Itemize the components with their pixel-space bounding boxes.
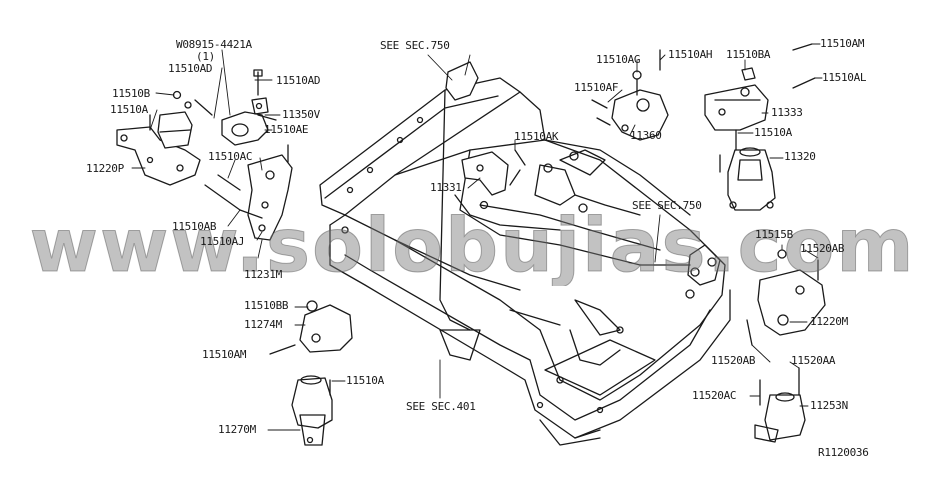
- label-11510a-c: 11510A: [346, 374, 384, 387]
- leader-lines: [131, 43, 823, 431]
- bracket-11360: [591, 49, 669, 141]
- label-11360: 11360: [630, 129, 662, 142]
- label-11520aa: 11520AA: [791, 354, 836, 367]
- mount-insulator-11270m: [291, 375, 333, 446]
- label-11510ab-left: 11510AB: [172, 220, 217, 233]
- bracket-11231m: [239, 154, 293, 241]
- mount-insulator-11253n: [754, 367, 806, 443]
- label-08915-qty: (1): [196, 50, 215, 63]
- label-11220p: 11220P: [86, 162, 124, 175]
- label-11510a-a: 11510A: [110, 103, 148, 116]
- label-11510ae: 11510AE: [264, 123, 309, 136]
- label-see-sec-401: SEE SEC.401: [406, 400, 476, 413]
- label-11510am-top: 11510AM: [820, 37, 865, 50]
- label-11510ad-b: 11510AD: [276, 74, 321, 87]
- bracket-11220m: [746, 249, 826, 346]
- label-11270m: 11270M: [218, 423, 256, 436]
- label-11520ab-a: 11520AB: [800, 242, 845, 255]
- label-11510aj: 11510AJ: [200, 235, 245, 248]
- label-11510ba: 11510BA: [726, 48, 771, 61]
- bolts-top-right: [792, 43, 816, 89]
- label-11510ac: 11510AC: [208, 150, 253, 163]
- label-11231m: 11231M: [244, 268, 282, 281]
- diagram-id: R1120036: [818, 446, 869, 459]
- mount-insulator-11320: [719, 129, 776, 211]
- label-11510ah: 11510AH: [668, 48, 713, 61]
- rear-mount-bracket-11220p: [116, 111, 201, 186]
- label-11510a-b: 11510A: [754, 126, 792, 139]
- label-see-sec-750-right: SEE SEC.750: [632, 199, 702, 212]
- watermark-text: www.solobujias.com: [29, 206, 916, 286]
- bracket-11333: [704, 67, 769, 131]
- label-11350v: 11350V: [282, 108, 320, 121]
- label-11333: 11333: [771, 106, 803, 119]
- label-11520ab-b: 11520AB: [711, 354, 756, 367]
- label-11515b: 11515B: [755, 228, 793, 241]
- front-suspension-member: [319, 61, 731, 446]
- label-11274m: 11274M: [244, 318, 282, 331]
- label-11320: 11320: [784, 150, 816, 163]
- label-08915-4421a: W08915-4421A: [176, 38, 252, 51]
- label-11220m: 11220M: [810, 315, 848, 328]
- label-11510ak: 11510AK: [514, 130, 559, 143]
- bracket-11331: [461, 149, 526, 196]
- label-11331: 11331: [430, 181, 462, 194]
- mount-insulator-11350v: [221, 97, 269, 146]
- label-11510af: 11510AF: [574, 81, 619, 94]
- label-11253n: 11253N: [810, 399, 848, 412]
- label-11510ag: 11510AG: [596, 53, 641, 66]
- label-11510ad-a: 11510AD: [168, 62, 213, 75]
- label-11520ac: 11520AC: [692, 389, 737, 402]
- label-11510b: 11510B: [112, 87, 150, 100]
- bracket-11274m: [269, 300, 353, 355]
- label-11510am-left: 11510AM: [202, 348, 247, 361]
- label-11510al: 11510AL: [822, 71, 867, 84]
- label-11510bb: 11510BB: [244, 299, 289, 312]
- label-see-sec-750-top: SEE SEC.750: [380, 39, 450, 52]
